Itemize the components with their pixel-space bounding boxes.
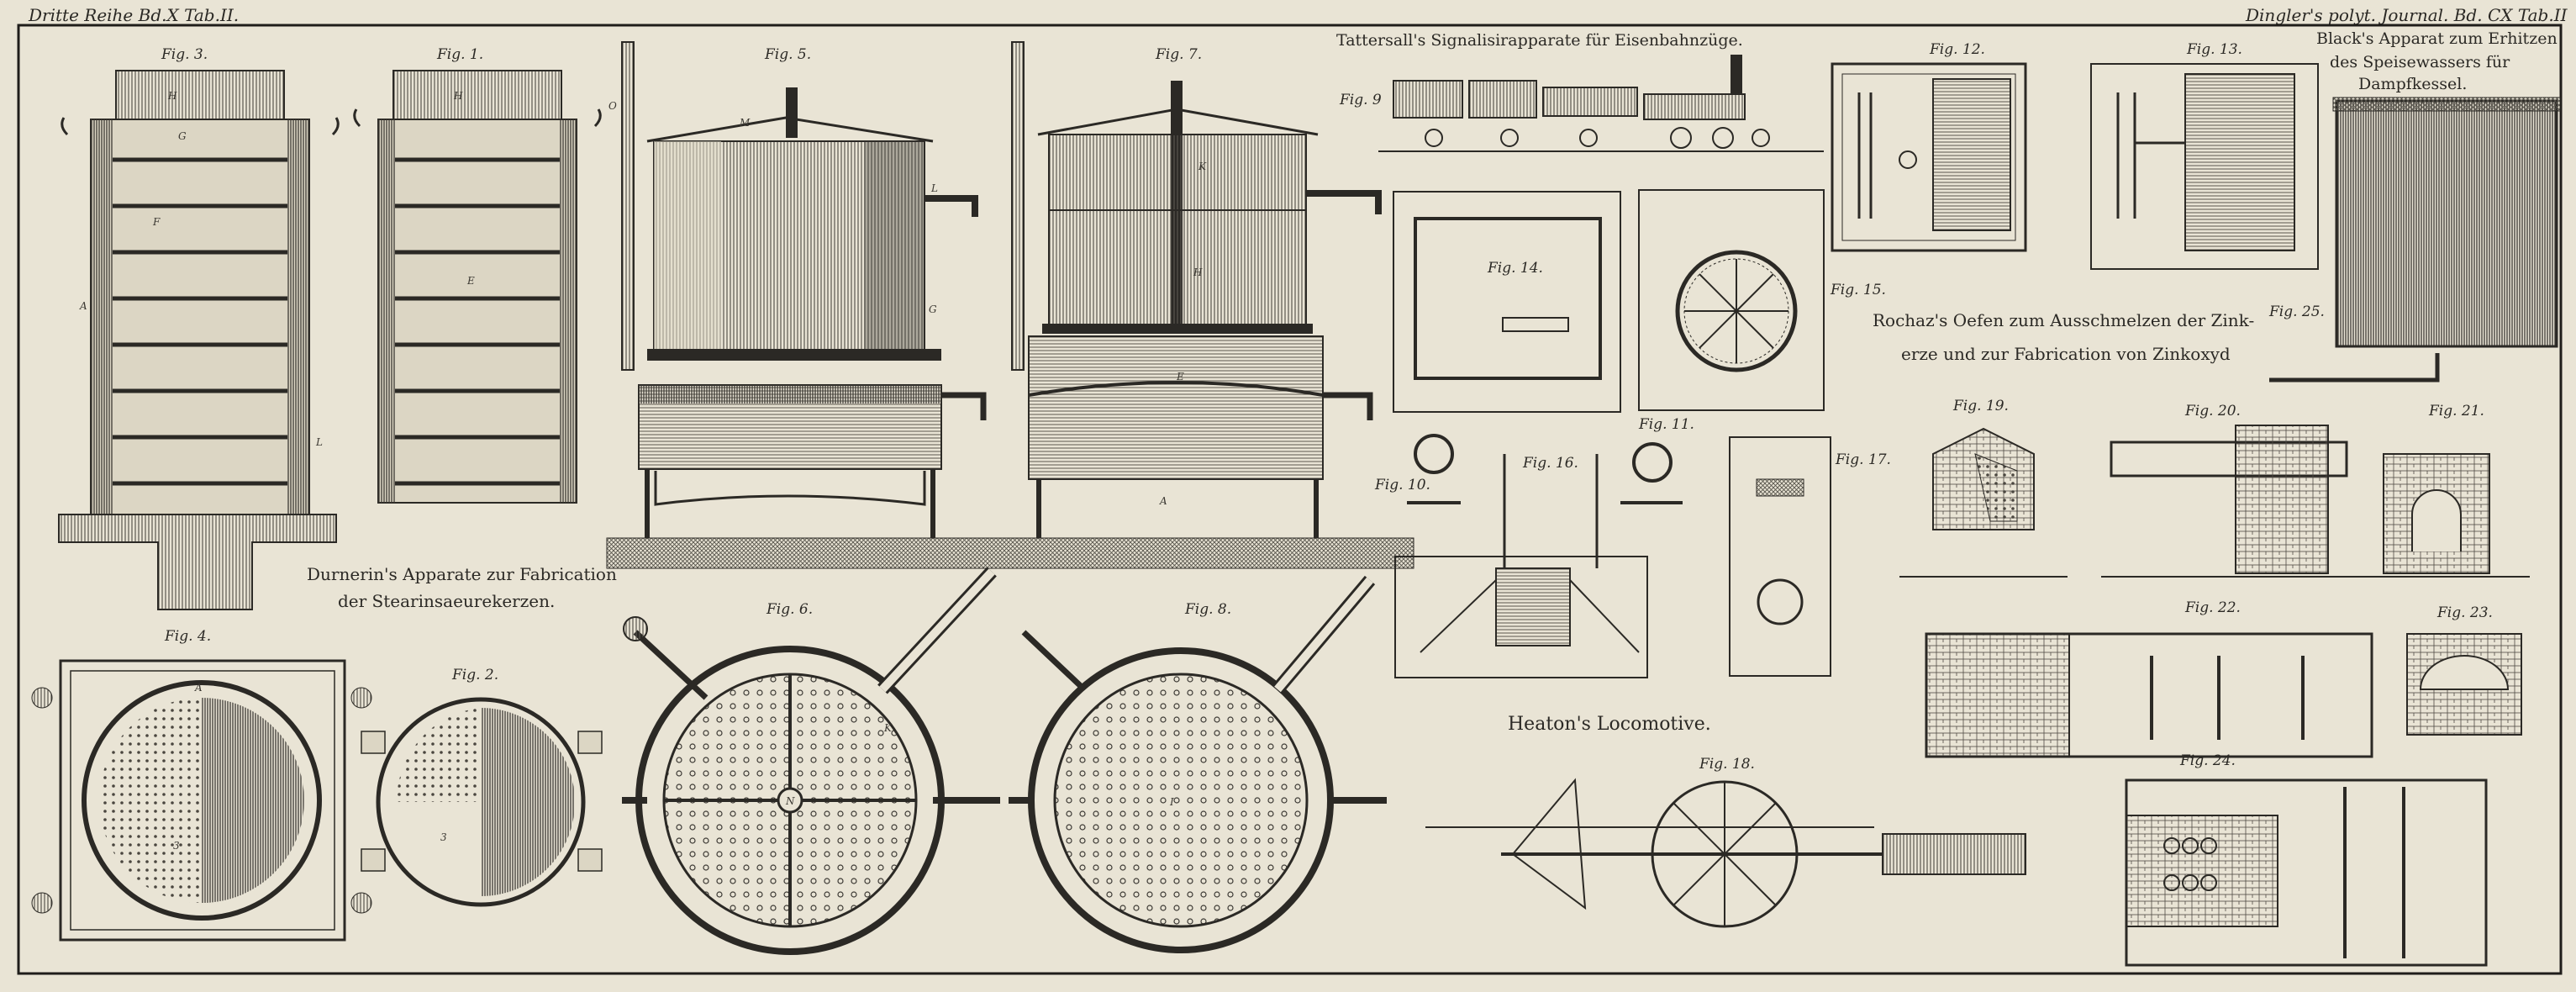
ground-hatch: [606, 537, 1414, 569]
fig3-letter-a: A: [79, 300, 87, 312]
fig6-label: Fig. 6.: [766, 601, 813, 618]
rochaz-title-line1: Rochaz's Oefen zum Ausschmelzen der Zink…: [1873, 310, 2254, 330]
fig10-drawing: [1407, 434, 1461, 504]
black-title-line2: des Speisewassers für: [2330, 53, 2510, 71]
fig2-label: Fig. 2.: [451, 667, 498, 683]
fig2-drawing: [361, 697, 603, 907]
fig24-label: Fig. 24.: [2179, 752, 2236, 769]
fig2-letter-3: 3: [440, 831, 447, 843]
fig14-drawing: [1393, 191, 1621, 413]
fig15-drawing: [1638, 189, 1825, 411]
fig3-drawing: [58, 70, 340, 610]
fig8-label: Fig. 8.: [1184, 601, 1231, 618]
fig16-drawing: [1394, 454, 1648, 678]
fig23-drawing: [2406, 633, 2522, 736]
fig3-letter-g: G: [178, 130, 187, 142]
fig18-label: Fig. 18.: [1699, 756, 1755, 773]
fig5-letter-g: G: [929, 303, 937, 315]
fig1-letter-e: E: [466, 275, 475, 287]
tattersall-title: Tattersall's Signalisirapparate für Eise…: [1336, 31, 1743, 50]
fig4-drawing: [31, 659, 372, 942]
fig7-letter-k: K: [1198, 161, 1207, 172]
fig6-drawing: [622, 567, 1000, 955]
fig7-letter-h: H: [1193, 266, 1203, 278]
fig7-drawing: [1011, 41, 1382, 538]
fig24-drawing: [2125, 778, 2488, 967]
fig23-label: Fig. 23.: [2436, 604, 2493, 621]
fig19-drawing: [1899, 427, 2068, 578]
fig6-letter-n: N: [785, 795, 795, 807]
fig5-label: Fig. 5.: [764, 46, 811, 63]
fig15-label: Fig. 15.: [1830, 282, 1886, 298]
durnerin-title-line2: der Stearinsaeurekerzen.: [338, 591, 555, 611]
fig25-label: Fig. 25.: [2268, 303, 2325, 320]
fig3-letter-f: F: [152, 216, 161, 228]
black-title-line1: Black's Apparat zum Erhitzen: [2316, 29, 2558, 48]
fig14-label: Fig. 14.: [1487, 260, 1543, 277]
fig20-drawing: [2101, 425, 2404, 578]
fig12-drawing: [1831, 62, 2027, 252]
fig19-label: Fig. 19.: [1952, 398, 2009, 414]
fig11-label: Fig. 11.: [1638, 416, 1694, 433]
fig1-drawing: [353, 70, 602, 504]
fig8-drawing: [1009, 575, 1387, 953]
fig4-letter-3: 3: [173, 840, 180, 852]
fig16-label: Fig. 16.: [1522, 455, 1578, 472]
fig13-drawing: [2090, 63, 2319, 270]
fig22-drawing: [1925, 632, 2373, 758]
fig13-label: Fig. 13.: [2186, 41, 2242, 58]
fig12-label: Fig. 12.: [1929, 41, 1985, 58]
plate-border: [17, 24, 2563, 975]
fig4-label: Fig. 4.: [164, 628, 211, 645]
fig3-letter-l: L: [315, 436, 323, 448]
black-title-line3: Dampfkessel.: [2358, 75, 2467, 93]
fig18-drawing: [1425, 778, 2026, 928]
rochaz-title-line2: erze und zur Fabrication von Zinkoxyd: [1901, 344, 2231, 364]
fig17-label: Fig. 17.: [1835, 451, 1891, 468]
fig8-letter-i: I: [1169, 796, 1174, 808]
fig5-letter-m: M: [739, 117, 751, 129]
header-left: Dritte Reihe Bd.X Tab.II.: [29, 5, 240, 25]
fig1-letter-h: H: [453, 90, 463, 102]
fig21-drawing: [2370, 453, 2530, 578]
fig17-drawing: [1729, 436, 1831, 677]
fig6-letter-k: K: [883, 722, 893, 734]
fig11-drawing: [1620, 442, 1683, 504]
fig7-label: Fig. 7.: [1155, 46, 1202, 63]
durnerin-title-line1: Durnerin's Apparate zur Fabrication: [307, 564, 617, 584]
header-right: Dingler's polyt. Journal. Bd. CX Tab.II: [2246, 5, 2568, 25]
heaton-title: Heaton's Locomotive.: [1508, 714, 1711, 735]
fig3-label: Fig. 3.: [161, 46, 208, 63]
fig5-drawing: [621, 41, 987, 538]
fig25-drawing: [2269, 97, 2561, 383]
fig22-label: Fig. 22.: [2184, 599, 2241, 616]
fig10-label: Fig. 10.: [1374, 477, 1430, 493]
fig21-label: Fig. 21.: [2428, 403, 2484, 419]
fig7-letter-e: E: [1176, 371, 1184, 383]
fig3-letter-h: H: [167, 90, 177, 102]
fig9-label: Fig. 9: [1339, 92, 1382, 108]
fig7-letter-a: A: [1159, 495, 1167, 507]
fig20-label: Fig. 20.: [2184, 403, 2241, 419]
fig4-letter-a: A: [194, 682, 203, 694]
fig5-letter-l: L: [930, 182, 938, 194]
fig9-train-drawing: [1378, 55, 1824, 152]
fig5-letter-o: O: [608, 100, 617, 112]
fig1-label: Fig. 1.: [436, 46, 483, 63]
